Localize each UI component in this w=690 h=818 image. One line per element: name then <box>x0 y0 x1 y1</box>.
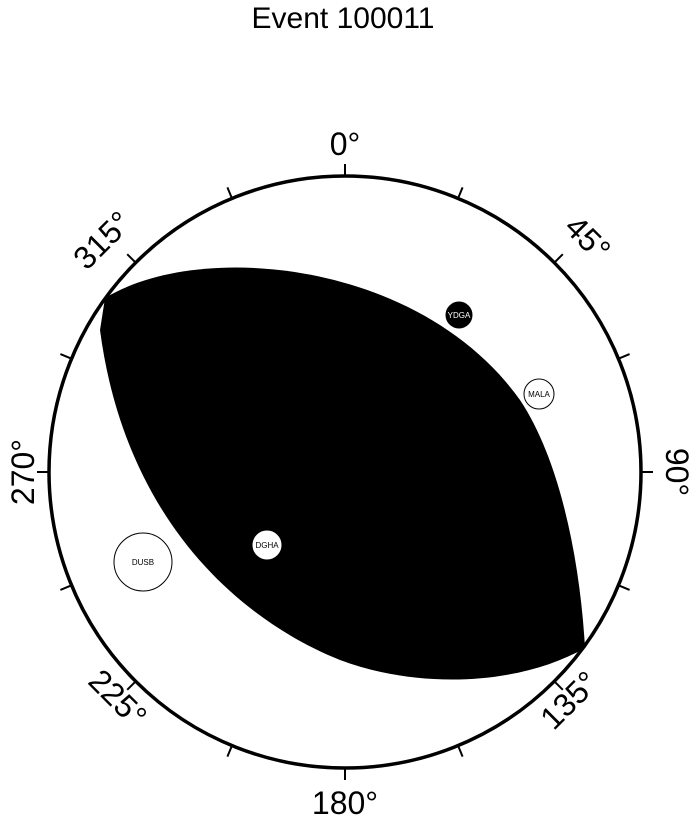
azimuth-label-90: 90° <box>659 448 690 496</box>
station-ydga: YDGA <box>445 301 473 329</box>
azimuth-label-270: 270° <box>5 439 41 505</box>
azimuth-label-315: 315° <box>66 204 138 276</box>
station-marker <box>251 529 283 561</box>
station-mala: MALA <box>523 378 555 410</box>
azimuth-label-135: 135° <box>533 664 605 736</box>
tick-202 <box>226 745 233 757</box>
station-dgha: DGHA <box>251 529 283 561</box>
azimuth-label-45: 45° <box>558 208 618 268</box>
station-label: YDGA <box>448 311 471 320</box>
chart-title: Event 100011 <box>252 2 435 35</box>
tick-157 <box>457 745 464 757</box>
station-marker <box>445 301 473 329</box>
tick-45 <box>553 253 564 264</box>
tick-247 <box>60 584 72 591</box>
station-label: DUSB <box>132 558 154 567</box>
tick-22 <box>457 187 464 199</box>
compressional-quadrant <box>100 267 585 680</box>
station-marker <box>523 378 555 410</box>
station-marker <box>113 532 173 592</box>
tick-135 <box>553 680 564 691</box>
azimuth-ticks <box>37 164 653 780</box>
station-dusb: DUSB <box>113 532 173 592</box>
station-label: DGHA <box>255 541 279 550</box>
azimuth-label-0: 0° <box>330 126 361 162</box>
azimuth-label-180: 180° <box>312 785 378 818</box>
tick-337 <box>226 187 233 199</box>
tick-67 <box>618 353 630 360</box>
station-label: MALA <box>528 390 550 399</box>
tick-225 <box>126 680 137 691</box>
tick-112 <box>618 584 630 591</box>
tick-292 <box>60 353 72 360</box>
azimuth-label-225: 225° <box>82 662 154 734</box>
tick-315 <box>126 253 137 264</box>
